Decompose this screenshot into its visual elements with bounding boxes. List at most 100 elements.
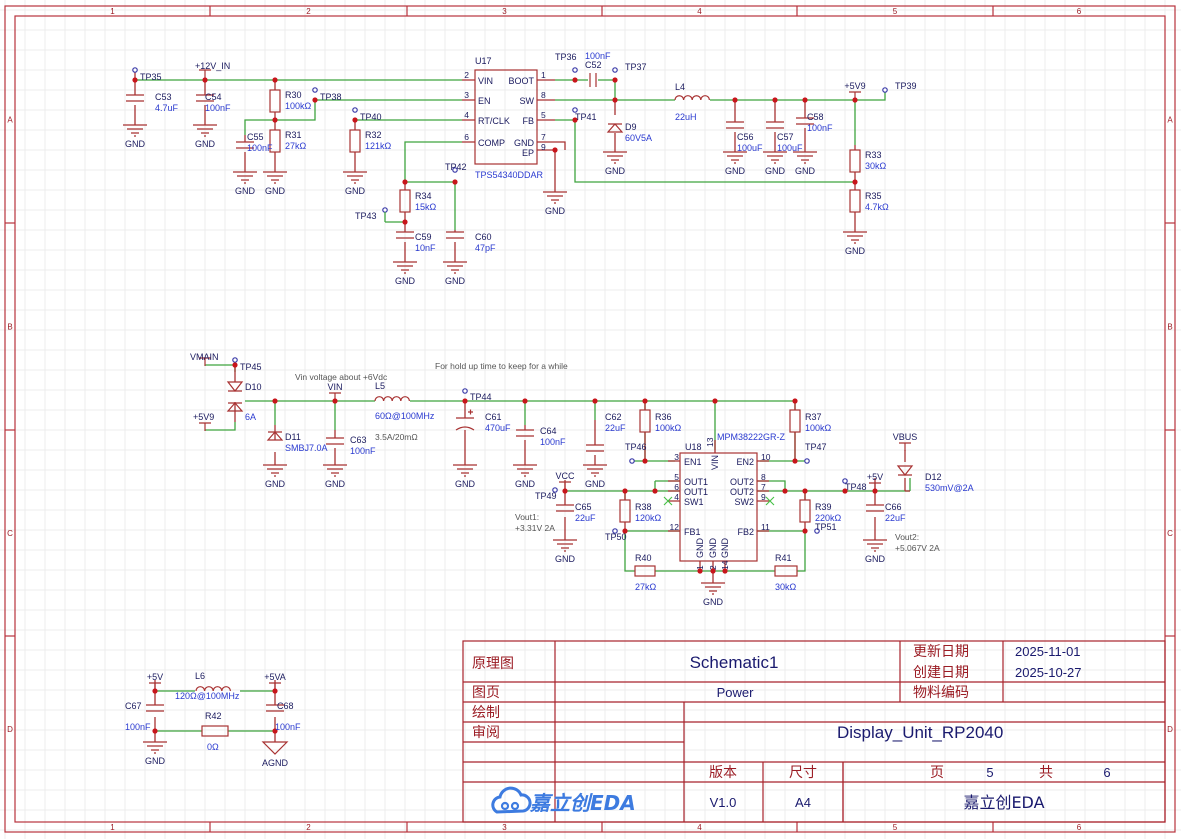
u17-pin-number: 4: [464, 110, 469, 120]
ground-symbol: [513, 464, 537, 477]
capacitor-c65[interactable]: [556, 504, 574, 512]
size-value: A4: [795, 795, 811, 810]
designator-c64: C64: [540, 426, 557, 436]
resistor-r41[interactable]: [774, 565, 798, 577]
capacitor-c52[interactable]: [589, 73, 597, 87]
diode-d10-a[interactable]: [226, 381, 244, 392]
test-point-tp36[interactable]: [572, 67, 578, 73]
column-label: 4: [697, 823, 702, 832]
gnd-label: GND: [345, 186, 366, 196]
test-point-tp46[interactable]: [629, 458, 635, 464]
project-name[interactable]: Display_Unit_RP2040: [837, 723, 1003, 742]
capacitor-c60[interactable]: [446, 231, 464, 239]
u17-pin-name: COMP: [478, 138, 505, 148]
capacitor-c61[interactable]: [455, 417, 475, 431]
test-point-tp37[interactable]: [612, 67, 618, 73]
inductor-l6[interactable]: [195, 686, 231, 692]
capacitor-c67[interactable]: [146, 704, 164, 712]
u17-body[interactable]: [474, 69, 538, 165]
resistor-r34[interactable]: [399, 189, 411, 213]
test-point-tp39[interactable]: [882, 87, 888, 93]
ground-symbol: [323, 464, 347, 477]
u17-pin-name: FB: [522, 116, 534, 126]
resistor-r33[interactable]: [849, 149, 861, 173]
capacitor-c54[interactable]: [196, 94, 214, 102]
diode-d9[interactable]: [606, 123, 624, 133]
test-point-tp42[interactable]: [452, 167, 458, 173]
test-point-tp50[interactable]: [612, 528, 618, 534]
resistor-r31[interactable]: [269, 129, 281, 153]
junction-dot: [572, 77, 578, 83]
column-label: 6: [1077, 7, 1082, 16]
test-point-tp51[interactable]: [814, 528, 820, 534]
u18-designator: U18: [685, 442, 702, 452]
dual-regulator-section: [205, 364, 911, 583]
row-label: A: [1167, 116, 1173, 125]
capacitor-c62[interactable]: [586, 444, 604, 452]
capacitor-c58[interactable]: [796, 117, 814, 125]
note-hold-up-time: For hold up time to keep for a while: [435, 361, 568, 371]
capacitor-c68[interactable]: [266, 704, 284, 712]
ground-symbol: [263, 464, 287, 477]
test-point-tp43[interactable]: [382, 207, 388, 213]
test-point-tp48[interactable]: [842, 478, 848, 484]
tvs-diode-d11[interactable]: [266, 431, 284, 441]
capacitor-c53[interactable]: [126, 94, 144, 102]
designator-c63: C63: [350, 435, 367, 445]
test-point-tp45[interactable]: [232, 357, 238, 363]
u18-pin-name: VIN: [710, 455, 720, 470]
resistor-r42[interactable]: [201, 725, 229, 737]
junction-dot: [152, 728, 158, 734]
sheet-name[interactable]: Power: [717, 685, 755, 700]
test-point-tp38[interactable]: [312, 87, 318, 93]
u17-pin-number: 7: [541, 132, 546, 142]
designator-d11: D11: [285, 432, 301, 442]
resistor-r32[interactable]: [349, 129, 361, 153]
junction-dot: [642, 458, 648, 464]
value-r34: 15kΩ: [415, 202, 437, 212]
resistor-r30[interactable]: [269, 89, 281, 113]
capacitor-c63[interactable]: [326, 437, 344, 445]
junction-dot: [642, 398, 648, 404]
capacitor-c59[interactable]: [396, 231, 414, 239]
capacitor-c64[interactable]: [516, 429, 534, 437]
value-c65: 22uF: [575, 513, 596, 523]
resistor-r39[interactable]: [799, 499, 811, 523]
test-point-tp44[interactable]: [462, 388, 468, 394]
u18-body[interactable]: [679, 452, 758, 562]
test-point-tp35[interactable]: [132, 67, 138, 73]
value-c55: 100nF: [247, 143, 273, 153]
diode-d10-b[interactable]: [226, 402, 244, 412]
net-label-5v: +5V: [867, 472, 883, 482]
gnd-label: GND: [145, 756, 166, 766]
u17-pin-name: EP: [522, 148, 534, 158]
value-c61: 470uF: [485, 423, 511, 433]
capacitor-c56[interactable]: [726, 121, 744, 129]
test-point-tp40[interactable]: [352, 107, 358, 113]
resistor-r35[interactable]: [849, 189, 861, 213]
resistor-r40[interactable]: [634, 565, 656, 577]
junction-dot: [272, 728, 278, 734]
resistor-r37[interactable]: [789, 409, 801, 433]
test-point-tp41[interactable]: [572, 107, 578, 113]
capacitor-c57[interactable]: [766, 121, 784, 129]
diode-d12[interactable]: [896, 465, 914, 476]
inductor-l5[interactable]: [374, 396, 410, 402]
test-point-tp49[interactable]: [552, 487, 558, 493]
resistor-r36[interactable]: [639, 409, 651, 433]
gnd-label: GND: [585, 479, 606, 489]
net-label-vbus: VBUS: [893, 432, 918, 442]
schematic-name[interactable]: Schematic1: [690, 653, 779, 672]
capacitor-c55[interactable]: [236, 141, 254, 149]
capacitor-c66[interactable]: [866, 504, 884, 512]
resistor-r38[interactable]: [619, 499, 631, 523]
u18-pin-number: 13: [705, 437, 715, 447]
ground-symbol: [123, 124, 147, 137]
test-point-tp47[interactable]: [804, 458, 810, 464]
junction-dot: [592, 398, 598, 404]
page-word: 页: [930, 765, 944, 781]
u18-part-number: MPM38222GR-Z: [717, 432, 786, 442]
inductor-l4[interactable]: [674, 95, 710, 101]
u18-pin-name: FB1: [684, 527, 701, 537]
